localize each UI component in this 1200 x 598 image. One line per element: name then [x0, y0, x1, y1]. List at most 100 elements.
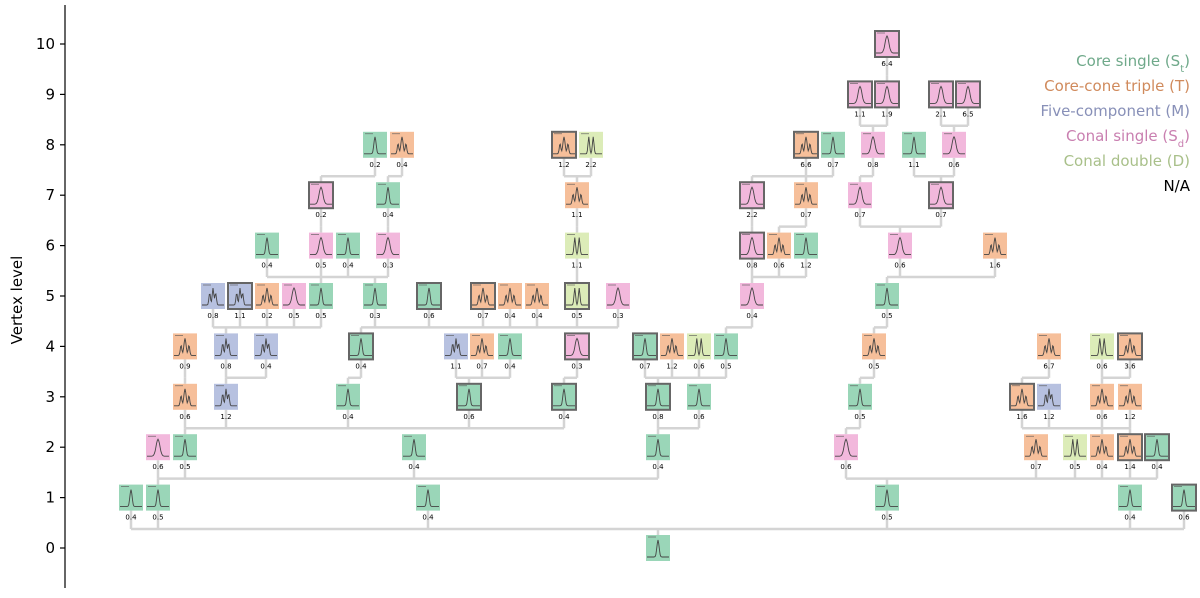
pulse-profile-curve	[458, 388, 480, 407]
profile-node-Sd: 1.9	[874, 80, 900, 118]
node-value-label: 0.5	[720, 362, 731, 370]
pulse-profile-curve	[418, 287, 440, 306]
profile-node-T: 0.2	[255, 283, 279, 320]
legend-label: Five-component (M)	[1041, 102, 1191, 120]
profile-node-Sd: 0.7	[848, 182, 872, 219]
y-tick-label: 10	[36, 35, 55, 53]
y-tick-label: 9	[45, 85, 55, 103]
node-value-label: 0.2	[315, 211, 326, 219]
profile-node-St: 0.6	[1171, 483, 1197, 522]
pulse-profile-curve	[795, 187, 817, 205]
pulse-profile-curve	[647, 439, 669, 457]
node-value-label: 0.6	[1096, 362, 1108, 370]
y-tick-label: 7	[45, 186, 55, 204]
node-value-label: 0.4	[342, 262, 354, 270]
profile-node-M: 1.1	[444, 333, 468, 370]
pulse-profile-curve	[471, 338, 493, 356]
node-value-label: 0.6	[840, 463, 852, 471]
pulse-profile-curve	[795, 136, 817, 155]
profile-node-D: 0.5	[564, 282, 590, 320]
y-tick-label: 4	[45, 337, 55, 355]
node-value-label: 2.2	[746, 211, 757, 219]
pulse-profile-curve	[202, 287, 224, 306]
profile-node-Sd: 0.8	[861, 131, 885, 169]
node-value-label: 0.4	[260, 362, 272, 370]
profile-node-St: 0.4	[551, 382, 577, 421]
y-tick-label: 5	[45, 287, 55, 305]
profile-node-T: 0.6	[173, 383, 197, 421]
node-value-label: 1.2	[558, 161, 569, 169]
pulse-profile-curve	[1119, 388, 1141, 407]
profile-node-T: 0.5	[862, 333, 886, 370]
profile-node-T: 0.6	[767, 232, 791, 270]
profile-node-St: 0.7	[821, 131, 845, 169]
node-value-label: 0.7	[639, 362, 650, 370]
profile-node-Sd: 6.4	[874, 30, 900, 68]
profile-node-St: 0.8	[645, 382, 671, 421]
node-value-label: 0.4	[504, 362, 516, 370]
pulse-profile-curve	[957, 85, 979, 104]
pulse-profile-curve	[822, 136, 844, 155]
y-tick-label: 1	[45, 489, 55, 507]
node-value-label: 1.4	[1124, 463, 1136, 471]
pulse-profile-curve	[215, 388, 237, 407]
pulse-profile-curve	[255, 338, 277, 356]
pulse-profile-curve	[1064, 439, 1086, 458]
pulse-profile-curve	[350, 338, 372, 356]
pulse-profile-curve	[337, 388, 359, 407]
node-value-label: 0.5	[571, 312, 582, 320]
profile-node-St: 0.4	[1144, 433, 1170, 471]
node-value-label: 6.7	[1043, 362, 1054, 370]
node-value-label: 0.5	[288, 312, 299, 320]
profile-node-Sd: 0.3	[564, 332, 590, 370]
pulse-profile-curve	[876, 489, 898, 508]
pulse-profile-curve	[1091, 439, 1113, 457]
node-value-label: 3.6	[1124, 362, 1136, 370]
pulse-profile-curve	[553, 388, 575, 407]
profile-node-Sd: 0.8	[739, 231, 765, 270]
node-value-label: 0.6	[1096, 413, 1108, 421]
profile-node-St: 0.5	[173, 434, 197, 471]
node-value-label: 1.1	[571, 211, 582, 219]
profile-node-Sd: 2.1	[928, 80, 954, 118]
profile-node-St: 0.4	[336, 232, 360, 270]
edges-layer	[129, 57, 1186, 535]
profile-node-M: 1.2	[1037, 383, 1061, 421]
pulse-profile-curve	[377, 236, 399, 256]
node-value-label: 2.2	[585, 161, 596, 169]
legend-item-Sd: Conal single (Sd)	[1066, 127, 1190, 150]
node-value-label: 0.3	[382, 262, 393, 270]
pulse-profile-curve	[1119, 489, 1141, 508]
profile-node-St: 0.6	[456, 382, 482, 421]
profile-node-St: 0.5	[875, 283, 899, 320]
pulse-profile-curve	[283, 287, 305, 306]
node-value-label: 1.1	[450, 362, 461, 370]
node-value-label: 0.4	[396, 161, 408, 169]
node-value-label: 0.6	[894, 262, 906, 270]
pulse-profile-curve	[1025, 439, 1047, 457]
profile-node-St: 0.4	[348, 332, 374, 370]
pulse-profile-curve	[1038, 338, 1060, 356]
node-value-label: 0.6	[693, 413, 705, 421]
node-value-label: 0.4	[504, 312, 516, 320]
node-value-label: 0.4	[408, 463, 420, 471]
node-value-label: 0.4	[531, 312, 543, 320]
pulse-profile-curve	[1091, 338, 1113, 357]
profile-node-T: 0.4	[390, 131, 414, 169]
pulse-profile-curve	[215, 338, 237, 356]
node-value-label: 0.4	[261, 262, 273, 270]
pulse-profile-curve	[566, 337, 588, 356]
node-value-label: 1.6	[1016, 413, 1028, 421]
profile-node-Sd: 6.5	[955, 80, 981, 118]
profile-node-Sd: 0.6	[942, 131, 966, 169]
y-tick-label: 3	[45, 388, 55, 406]
pulse-profile-curve	[256, 237, 278, 256]
profile-node-Sd: 0.7	[928, 181, 954, 219]
node-value-label: 1.6	[989, 262, 1001, 270]
node-value-label: 0.8	[867, 161, 878, 169]
pulse-profile-curve	[889, 236, 911, 256]
profile-node-St: 0.4	[376, 182, 400, 219]
node-value-label: 0.4	[1124, 514, 1136, 522]
